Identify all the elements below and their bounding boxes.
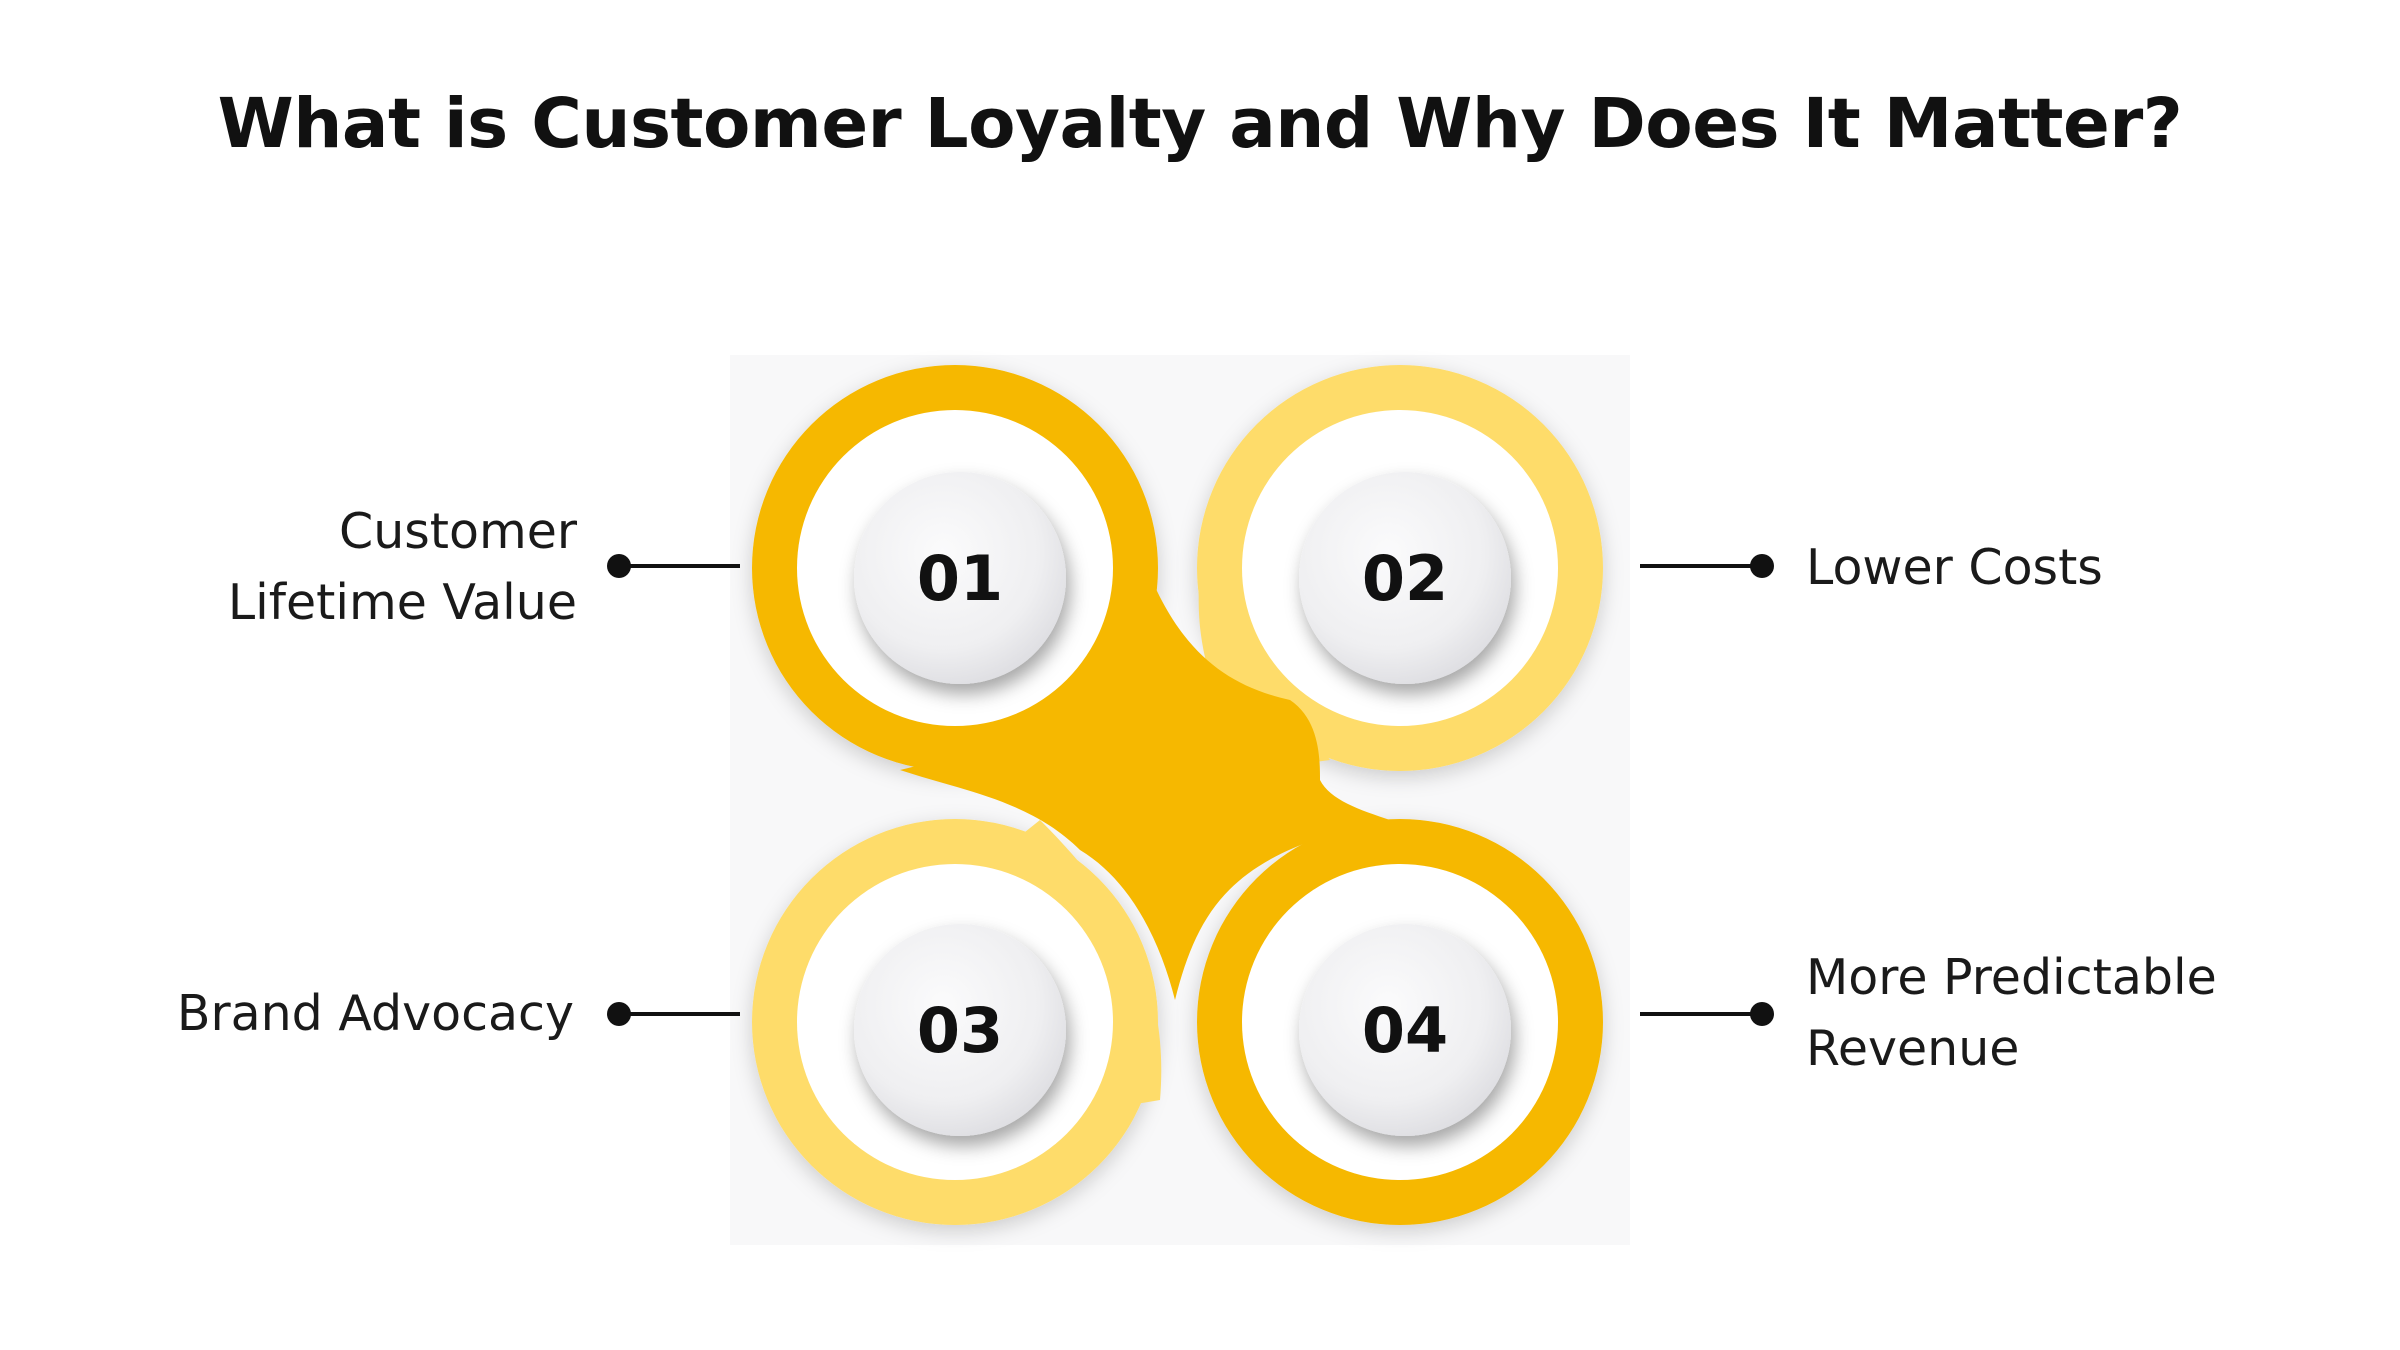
label-1-line-1: Customer bbox=[338, 503, 577, 560]
connector-01 bbox=[607, 554, 740, 578]
connector-03 bbox=[607, 1002, 740, 1026]
number-04: 04 bbox=[1362, 994, 1448, 1067]
label-4-line-2: Revenue bbox=[1806, 1020, 2020, 1077]
number-02: 02 bbox=[1362, 542, 1448, 615]
disc-02 bbox=[1299, 472, 1511, 684]
disc-01 bbox=[854, 472, 1066, 684]
label-3-line-1: Brand Advocacy bbox=[176, 985, 574, 1042]
label-more-predictable-revenue: More Predictable Revenue bbox=[1806, 942, 2217, 1084]
label-2-line-1: Lower Costs bbox=[1806, 539, 2103, 596]
label-customer-lifetime-value: Customer Lifetime Value bbox=[228, 496, 577, 638]
label-1-line-2: Lifetime Value bbox=[227, 574, 577, 631]
connector-02 bbox=[1640, 554, 1774, 578]
disc-03 bbox=[854, 924, 1066, 1136]
disc-04 bbox=[1299, 924, 1511, 1136]
connector-04 bbox=[1640, 1002, 1774, 1026]
label-lower-costs: Lower Costs bbox=[1806, 532, 2103, 603]
number-03: 03 bbox=[917, 994, 1003, 1067]
label-brand-advocacy: Brand Advocacy bbox=[177, 978, 574, 1049]
label-4-line-1: More Predictable bbox=[1806, 949, 2217, 1006]
page-title: What is Customer Loyalty and Why Does It… bbox=[217, 84, 2183, 164]
number-01: 01 bbox=[917, 542, 1003, 615]
center-connector bbox=[900, 460, 1390, 1000]
